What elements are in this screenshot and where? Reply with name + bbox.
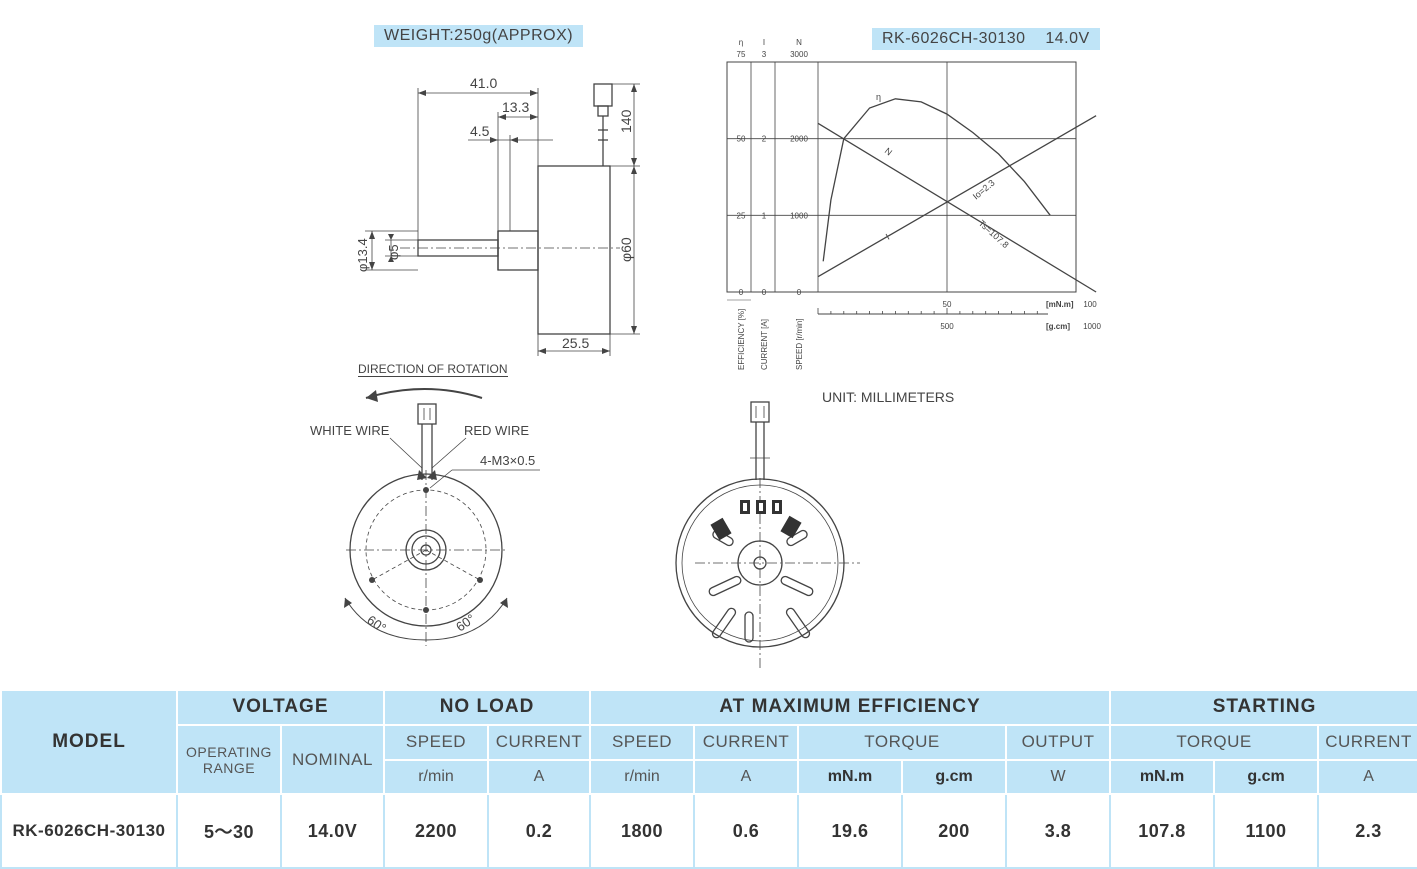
- header-max-efficiency: AT MAXIMUM EFFICIENCY: [589, 689, 1112, 726]
- header-starting: STARTING: [1109, 689, 1417, 726]
- dim-collar-length: 4.5: [470, 123, 490, 139]
- white-wire-label: WHITE WIRE: [310, 423, 390, 438]
- cell-nl-current: 0.2: [486, 793, 592, 869]
- y-tick-label: 2: [762, 135, 767, 144]
- y-axis-label-2: CURRENT [A]: [760, 319, 769, 370]
- y-tick-label: 0: [739, 288, 744, 297]
- op-range-line2: RANGE: [202, 759, 256, 776]
- op-range-line1: OPERATING: [186, 743, 272, 760]
- y-axis-label-1: EFFICIENCY [%]: [737, 309, 746, 370]
- series-label-n: N: [883, 146, 894, 158]
- y-tick-label: 1: [762, 211, 767, 220]
- subheader-st-torque: TORQUE: [1109, 723, 1320, 761]
- cell-nl-speed: 2200: [383, 793, 489, 869]
- x-tick-label-mnm: 50: [943, 300, 952, 309]
- header-voltage: VOLTAGE: [176, 689, 385, 726]
- y-tick-label: 0: [797, 288, 802, 297]
- annotation-ts: Ts=107.8: [977, 218, 1011, 250]
- x-tick-label-gcm: 500: [940, 322, 954, 331]
- subheader-operating-range: OPERATING RANGE: [176, 723, 282, 796]
- subheader-nominal: NOMINAL: [280, 723, 385, 796]
- x-unit-mnm: [mN.m]: [1046, 300, 1074, 309]
- y-tick-label: 0: [762, 288, 767, 297]
- subheader-me-speed: SPEED: [589, 723, 696, 761]
- cell-me-current: 0.6: [693, 793, 800, 869]
- dim-wire-length: 140: [618, 109, 634, 133]
- y-tick-label: 3000: [790, 50, 808, 59]
- unit-me-output: W: [1005, 758, 1112, 796]
- dim-hub-diameter: φ13.4: [355, 238, 370, 272]
- x-tick-label-gcm: 1000: [1083, 322, 1101, 331]
- unit-nl-current: A: [486, 758, 592, 796]
- subheader-nl-current: CURRENT: [486, 723, 592, 761]
- y-axis-symbol-3: N: [796, 38, 802, 47]
- chart-frame-box: [726, 61, 1077, 293]
- series-line-n: [817, 122, 1097, 293]
- dim-hub-length: 13.3: [502, 99, 529, 115]
- rotation-label: DIRECTION OF ROTATION: [358, 362, 508, 377]
- unit-me-torque-mnm: mN.m: [797, 758, 904, 796]
- cell-st-torque-gcm: 1100: [1213, 793, 1320, 869]
- unit-st-torque-gcm: g.cm: [1213, 758, 1320, 796]
- header-no-load: NO LOAD: [382, 689, 592, 726]
- cell-me-output: 3.8: [1005, 793, 1112, 869]
- cell-nominal: 14.0V: [280, 793, 385, 869]
- cell-me-torque-mnm: 19.6: [797, 793, 904, 869]
- series-line-i: [817, 115, 1097, 278]
- unit-st-torque-mnm: mN.m: [1109, 758, 1216, 796]
- subheader-me-output: OUTPUT: [1005, 723, 1112, 761]
- dim-shaft-diameter: φ5: [386, 244, 401, 260]
- y-tick-label: 3: [762, 50, 767, 59]
- unit-st-current: A: [1317, 758, 1417, 796]
- cell-op-range: 5～30: [176, 793, 282, 869]
- subheader-st-current: CURRENT: [1317, 723, 1417, 761]
- unit-me-torque-gcm: g.cm: [901, 758, 1008, 796]
- y-axis-label-3: SPEED [r/min]: [795, 318, 804, 370]
- series-line-eta: [822, 98, 1051, 262]
- subheader-me-torque: TORQUE: [797, 723, 1008, 761]
- cell-st-torque-mnm: 107.8: [1109, 793, 1216, 869]
- cell-me-speed: 1800: [589, 793, 696, 869]
- unit-me-speed: r/min: [589, 758, 696, 796]
- y-tick-label: 2000: [790, 135, 808, 144]
- dim-body-depth: 25.5: [562, 335, 589, 351]
- y-tick-label: 50: [737, 135, 746, 144]
- y-tick-label: 1000: [790, 211, 808, 220]
- series-label-eta: η: [876, 92, 881, 102]
- cell-me-torque-gcm: 200: [901, 793, 1008, 869]
- spec-table: MODEL VOLTAGE NO LOAD AT MAXIMUM EFFICIE…: [0, 688, 1417, 869]
- cell-model: RK-6026CH-30130: [0, 793, 178, 869]
- y-tick-label: 25: [737, 211, 746, 220]
- dim-body-diameter: φ60: [618, 237, 634, 262]
- screw-label: 4-M3×0.5: [480, 453, 536, 468]
- x-tick-label-mnm: 100: [1083, 300, 1097, 309]
- table-row: RK-6026CH-30130 5～30 14.0V 2200 0.2 1800…: [0, 793, 1417, 869]
- y-axis-symbol-1: η: [739, 38, 743, 47]
- unit-label: UNIT: MILLIMETERS: [822, 389, 955, 405]
- subheader-me-current: CURRENT: [693, 723, 800, 761]
- subheader-nl-speed: SPEED: [383, 723, 489, 761]
- dim-overall-length: 41.0: [470, 75, 497, 91]
- unit-me-current: A: [693, 758, 800, 796]
- x-unit-gcm: [g.cm]: [1046, 322, 1070, 331]
- weight-label: WEIGHT:250g(APPROX): [374, 25, 584, 47]
- chart-title: RK-6026CH-30130 14.0V: [872, 28, 1100, 50]
- y-tick-label: 75: [737, 50, 746, 59]
- y-axis-symbol-2: I: [763, 38, 765, 47]
- red-wire-label: RED WIRE: [464, 423, 529, 438]
- cell-st-current: 2.3: [1317, 793, 1417, 869]
- series-label-i: I: [884, 232, 891, 242]
- header-model: MODEL: [0, 688, 178, 796]
- unit-nl-speed: r/min: [383, 758, 489, 796]
